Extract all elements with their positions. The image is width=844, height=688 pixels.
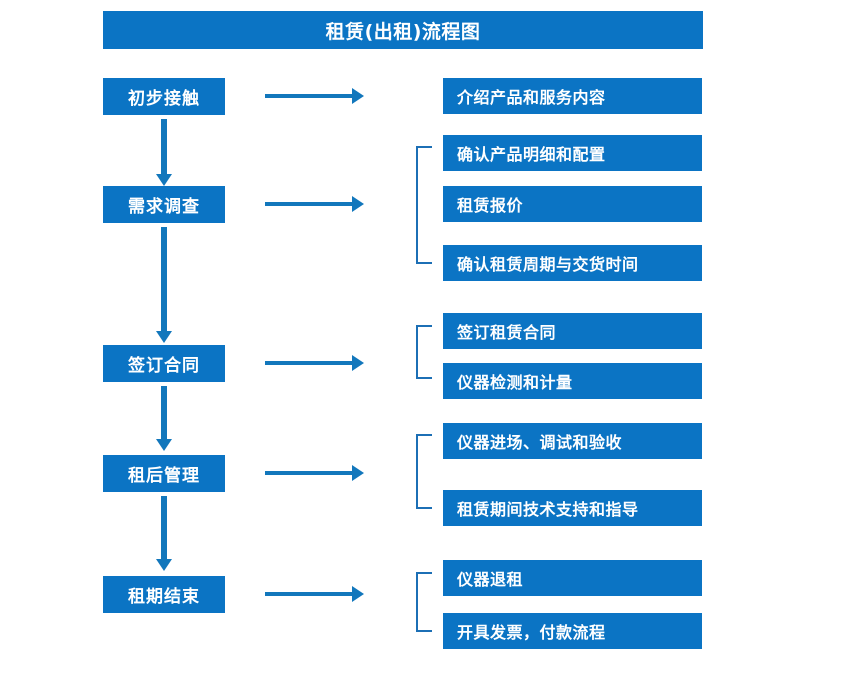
detail-box-3[interactable]: 租赁报价: [443, 186, 702, 222]
stage-box-4[interactable]: 租后管理: [103, 455, 225, 492]
detail-label: 租赁期间技术支持和指导: [457, 500, 639, 519]
stage-box-2[interactable]: 需求调查: [103, 186, 225, 223]
detail-label: 确认租赁周期与交货时间: [457, 255, 639, 274]
group-bracket-icon: [416, 325, 432, 379]
detail-box-10[interactable]: 开具发票，付款流程: [443, 613, 702, 649]
detail-label: 仪器退租: [457, 570, 524, 589]
detail-label: 签订租赁合同: [457, 323, 557, 342]
arrow-down-icon: [156, 496, 172, 571]
detail-box-2[interactable]: 确认产品明细和配置: [443, 135, 702, 171]
detail-label: 确认产品明细和配置: [457, 145, 606, 164]
detail-box-8[interactable]: 租赁期间技术支持和指导: [443, 490, 702, 526]
detail-label: 仪器检测和计量: [457, 373, 573, 392]
detail-box-6[interactable]: 仪器检测和计量: [443, 363, 702, 399]
arrow-right-icon: [265, 355, 364, 371]
detail-label: 租赁报价: [457, 196, 524, 215]
arrow-down-icon: [156, 119, 172, 186]
detail-box-7[interactable]: 仪器进场、调试和验收: [443, 423, 702, 459]
stage-label: 需求调查: [128, 197, 200, 217]
arrow-down-icon: [156, 386, 172, 451]
stage-box-1[interactable]: 初步接触: [103, 78, 225, 115]
stage-box-5[interactable]: 租期结束: [103, 576, 225, 613]
detail-label: 仪器进场、调试和验收: [457, 433, 623, 452]
arrow-right-icon: [265, 88, 364, 104]
detail-box-9[interactable]: 仪器退租: [443, 560, 702, 596]
detail-label: 介绍产品和服务内容: [457, 88, 606, 107]
detail-box-1[interactable]: 介绍产品和服务内容: [443, 78, 702, 114]
page-title: 租赁(出租)流程图: [103, 11, 703, 49]
detail-label: 开具发票，付款流程: [457, 623, 606, 642]
arrow-right-icon: [265, 465, 364, 481]
stage-label: 签订合同: [128, 356, 200, 376]
group-bracket-icon: [416, 146, 432, 264]
stage-label: 租期结束: [128, 587, 200, 607]
detail-box-5[interactable]: 签订租赁合同: [443, 313, 702, 349]
detail-box-4[interactable]: 确认租赁周期与交货时间: [443, 245, 702, 281]
group-bracket-icon: [416, 434, 432, 509]
stage-label: 租后管理: [128, 466, 200, 486]
stage-label: 初步接触: [128, 89, 200, 109]
group-bracket-icon: [416, 572, 432, 632]
arrow-right-icon: [265, 196, 364, 212]
arrow-down-icon: [156, 227, 172, 343]
stage-box-3[interactable]: 签订合同: [103, 345, 225, 382]
arrow-right-icon: [265, 586, 364, 602]
